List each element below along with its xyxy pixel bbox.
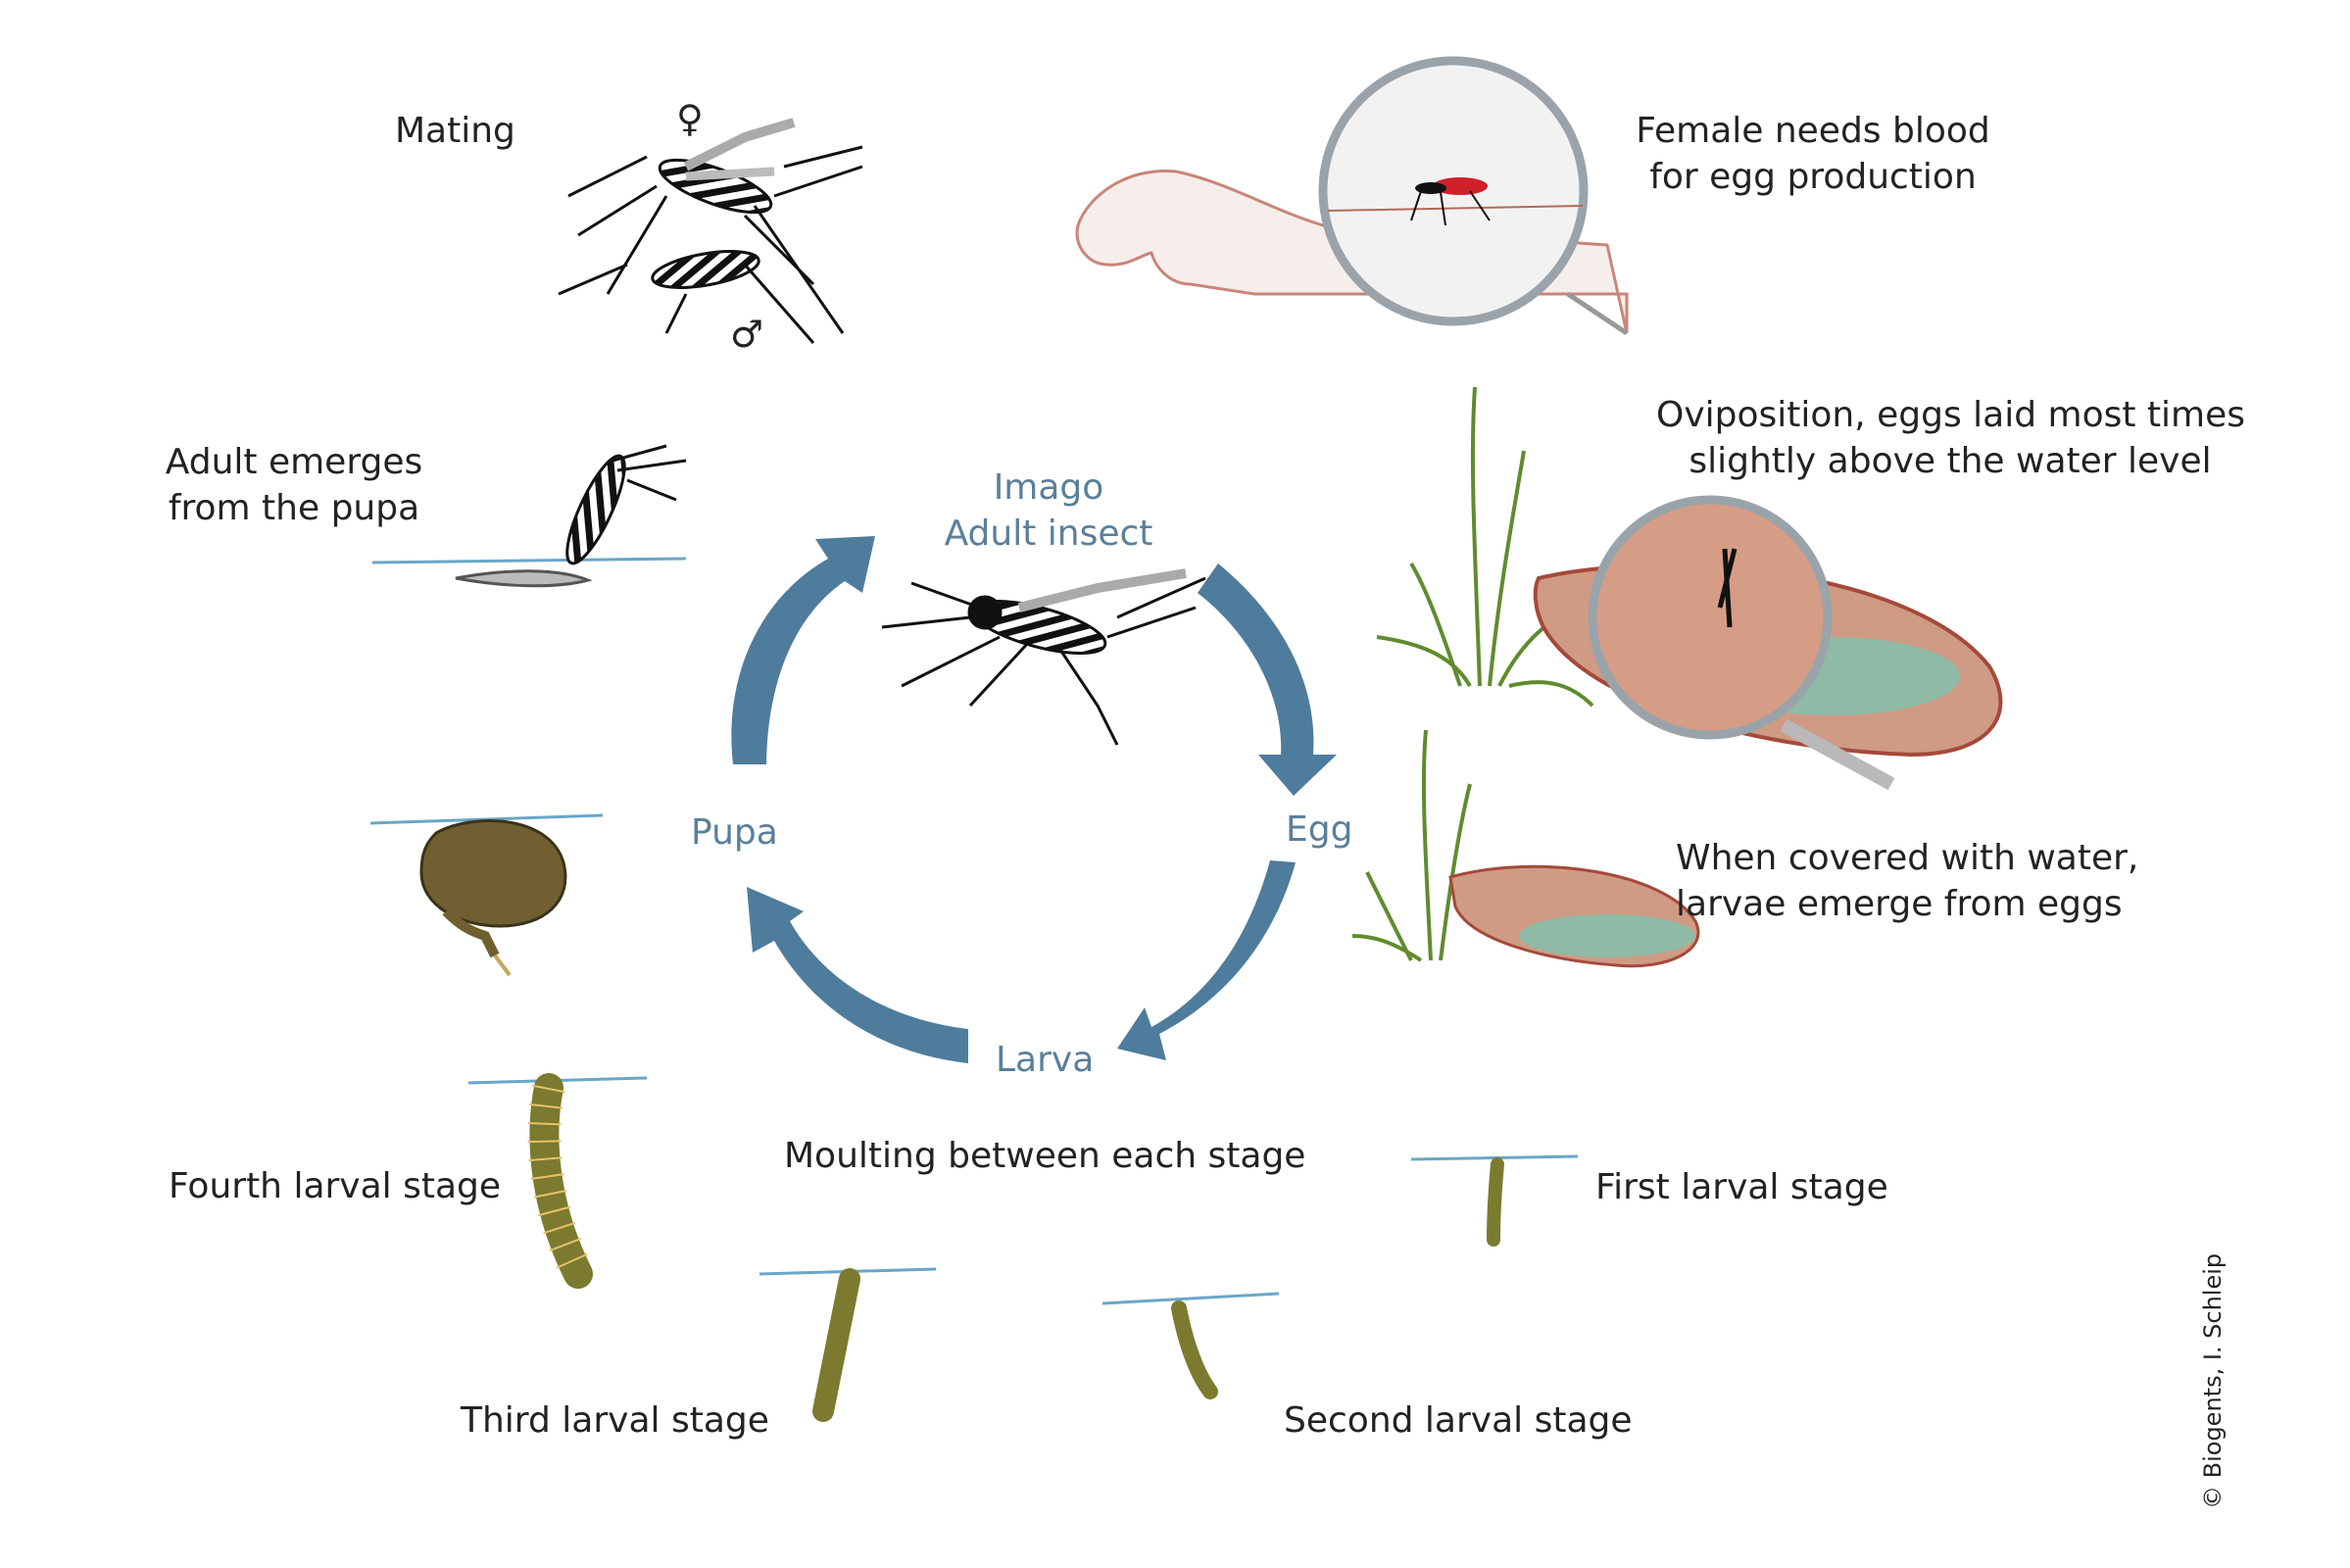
arrow-larva-to-pupa [747,887,968,1063]
second-larval-label: Second larval stage [1284,1400,1633,1441]
pupa-label: Pupa [691,812,778,853]
pupa-illustration [369,813,604,977]
adult-emerges-label: Adult emerges from the pupa [147,439,441,531]
mating-mosquitoes [558,118,863,344]
hatching-container [1351,729,1700,968]
blood-meal-label: Female needs blood for egg production [1627,108,1999,200]
arrow-imago-to-egg [1198,564,1337,796]
third-larval-label: Third larval stage [461,1400,769,1441]
imago-label-line1: Imago [993,467,1104,508]
larva-label: Larva [996,1040,1095,1080]
emerging-adult [371,444,687,588]
first-larval-label: First larval stage [1595,1167,1888,1207]
blood-meal-label-line1: Female needs blood [1636,111,1990,151]
hatch-label: When covered with water, larvae emerge f… [1676,835,2139,927]
magnifier-lens-icon [1588,495,1833,740]
copyright-credit: © Biogents, I. Schleip [2199,1252,2227,1509]
imago-mosquito [881,568,1206,746]
larva-third [759,1267,937,1422]
blood-meal-illustration [1075,56,1629,336]
cycle-arrows [731,536,1337,1063]
male-symbol: ♂ [730,313,764,356]
larva-first [1410,1154,1579,1247]
blood-meal-label-line2: for egg production [1649,157,1977,197]
larva-fourth [467,1073,648,1289]
adult-emerges-label-line2: from the pupa [168,488,420,528]
oviposition-label: Oviposition, eggs laid most times slight… [1656,392,2246,484]
adult-emerges-label-line1: Adult emerges [165,442,423,482]
oviposition-label-line2: slightly above the water level [1689,441,2212,481]
mating-label: Mating [395,111,515,151]
egg-label: Egg [1286,809,1353,850]
hatch-label-line2: larvae emerge from eggs [1676,884,2123,924]
moulting-label: Moulting between each stage [784,1136,1306,1176]
arrow-pupa-to-imago [731,536,875,764]
imago-label: Imago Adult insect [911,465,1186,557]
arrow-egg-to-larva [1117,860,1296,1060]
hatch-label-line1: When covered with water, [1676,838,2139,878]
female-symbol: ♀ [676,97,704,140]
oviposition-label-line1: Oviposition, eggs laid most times [1656,395,2246,435]
fourth-larval-label: Fourth larval stage [169,1166,502,1206]
imago-label-line2: Adult insect [944,514,1153,554]
oviposition-illustration [1376,386,2003,791]
larva-second [1102,1292,1280,1399]
